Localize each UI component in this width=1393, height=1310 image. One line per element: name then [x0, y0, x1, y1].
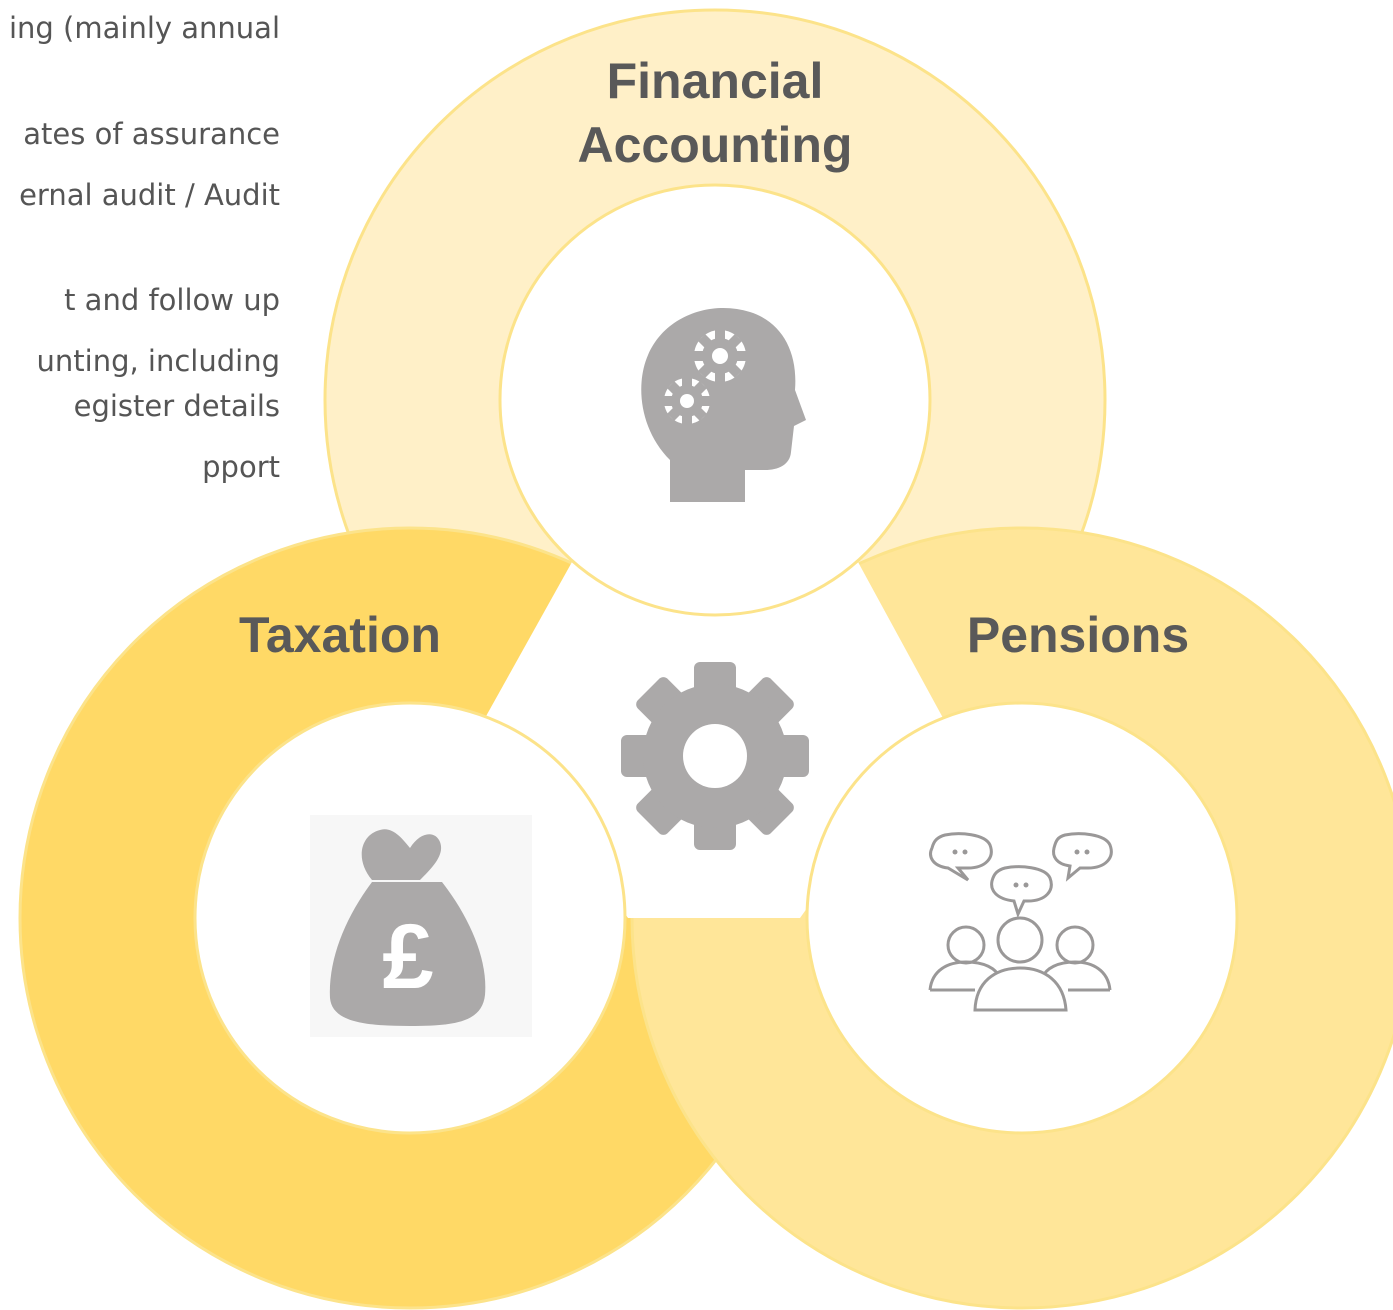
- financial-accounting-title-line-2: Accounting: [578, 117, 853, 173]
- svg-text:£: £: [382, 906, 433, 1008]
- side-text-list: ing (mainly annual ates of assurance ern…: [0, 0, 300, 520]
- side-text-line-6: egister details: [73, 389, 280, 423]
- side-text-line-4: t and follow up: [64, 283, 280, 317]
- side-text-line-5: unting, including: [36, 344, 280, 378]
- pensions-title: Pensions: [967, 607, 1189, 663]
- people-chat-icon: [928, 832, 1113, 1012]
- side-text-line-3: ernal audit / Audit: [19, 178, 280, 212]
- side-text-line-7: pport: [202, 450, 280, 484]
- financial-accounting-title-line-1: Financial: [607, 53, 824, 109]
- head-gears-icon: [641, 307, 806, 502]
- gear-icon: [621, 662, 809, 850]
- side-text-line-2: ates of assurance: [23, 117, 280, 151]
- money-bag-pound-icon: £: [310, 815, 532, 1037]
- side-text-line-1: ing (mainly annual: [8, 11, 280, 45]
- taxation-title: Taxation: [239, 607, 441, 663]
